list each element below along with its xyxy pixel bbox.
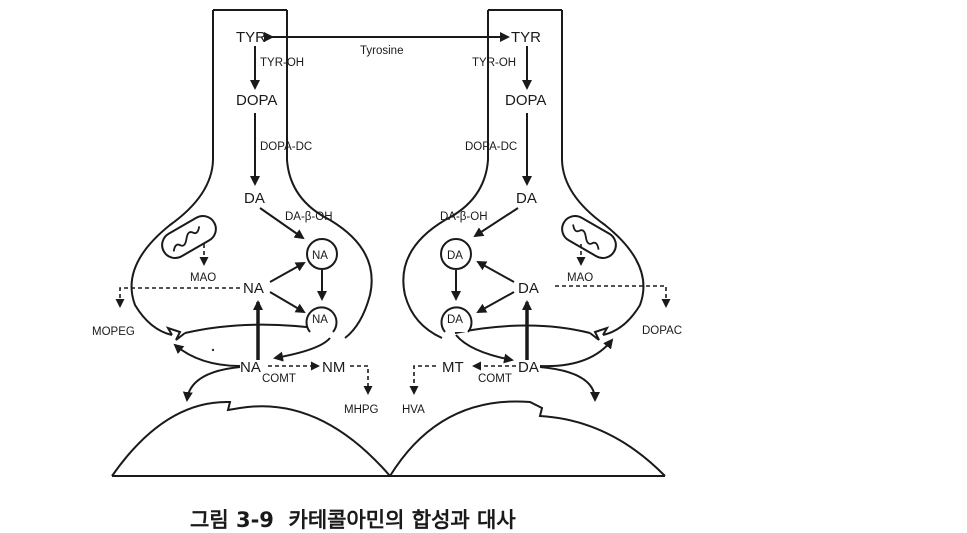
right-release-arrow: [455, 334, 514, 364]
left-mopeg-label: MOPEG: [92, 326, 135, 338]
right-cytosol-da-label: DA: [518, 280, 539, 297]
left-tyr-label: TYR: [236, 29, 266, 46]
left-synaptic-na-label: NA: [240, 359, 261, 376]
left-mao-label: MAO: [190, 272, 216, 284]
tyrosine-label: Tyrosine: [360, 45, 403, 57]
left-dopa-label: DOPA: [236, 92, 277, 109]
left-dopa-dc-label: DOPA-DC: [260, 141, 312, 153]
left-vesicle-bottom-label: NA: [312, 314, 328, 326]
right-mitochondrion-icon: [561, 215, 617, 259]
figure-caption: 그림 3-9 카테콜아민의 합성과 대사: [190, 508, 516, 532]
left-da-beta-oh-label: DA-β-OH: [285, 211, 333, 223]
left-nm-to-mhpg-arrow: [350, 365, 373, 395]
right-dopac-label: DOPAC: [642, 325, 682, 337]
right-mt-label: MT: [442, 359, 464, 376]
right-mao-path: [555, 285, 671, 308]
left-vesicle-top: [306, 238, 338, 270]
right-da-label: DA: [516, 190, 537, 207]
speck: [211, 348, 215, 352]
right-vesicle-top: [440, 238, 472, 270]
right-cytosol-to-top-vesicle-arrow: [476, 261, 515, 283]
right-dopa-label: DOPA: [505, 92, 546, 109]
left-autoreceptor-arrow: [173, 343, 241, 367]
left-da-to-vesicle-arrow: [259, 207, 305, 240]
left-tyr-oh-label: TYR-OH: [260, 57, 304, 69]
right-pathway: TYR TYR-OH DOPA DOPA-DC DA DA-β-OH DA DA…: [402, 29, 682, 416]
right-tyr-oh-label: TYR-OH: [472, 57, 516, 69]
right-vesicle-top-label: DA: [447, 250, 463, 262]
right-vesicle-bottom-label: DA: [447, 314, 463, 326]
left-mitochondrion-icon: [161, 215, 217, 259]
right-postsynaptic-arrow: [539, 366, 600, 402]
right-mt-to-hva-arrow: [409, 365, 436, 395]
left-comt-label: COMT: [262, 373, 296, 385]
left-pathway: TYR TYR-OH DOPA DOPA-DC DA DA-β-OH NA NA…: [92, 29, 379, 416]
left-da-label: DA: [244, 190, 265, 207]
left-nm-label: NM: [322, 359, 345, 376]
right-cytosol-to-bottom-vesicle-arrow: [476, 291, 515, 313]
left-vesicle-bottom: [305, 306, 338, 333]
right-hva-label: HVA: [402, 404, 425, 416]
right-mao-label: MAO: [567, 272, 593, 284]
right-tyr-label: TYR: [511, 29, 541, 46]
left-mao-path: [115, 287, 240, 308]
right-synaptic-da-label: DA: [518, 359, 539, 376]
right-vesicle-bottom: [440, 306, 473, 333]
right-dopa-dc-label: DOPA-DC: [465, 141, 517, 153]
right-da-beta-oh-label: DA-β-OH: [440, 211, 488, 223]
left-cytosol-na-label: NA: [243, 280, 264, 297]
left-cytosol-to-top-vesicle-arrow: [269, 262, 306, 283]
left-cytosol-to-bottom-vesicle-arrow: [269, 291, 306, 314]
postsynaptic-membrane: [111, 400, 666, 477]
left-release-arrow: [273, 337, 331, 362]
left-mhpg-label: MHPG: [344, 404, 379, 416]
right-da-to-vesicle-arrow: [473, 207, 519, 238]
right-comt-label: COMT: [478, 373, 512, 385]
right-autoreceptor-arrow: [539, 338, 614, 368]
left-vesicle-top-label: NA: [312, 250, 328, 262]
left-postsynaptic-arrow: [182, 366, 241, 402]
